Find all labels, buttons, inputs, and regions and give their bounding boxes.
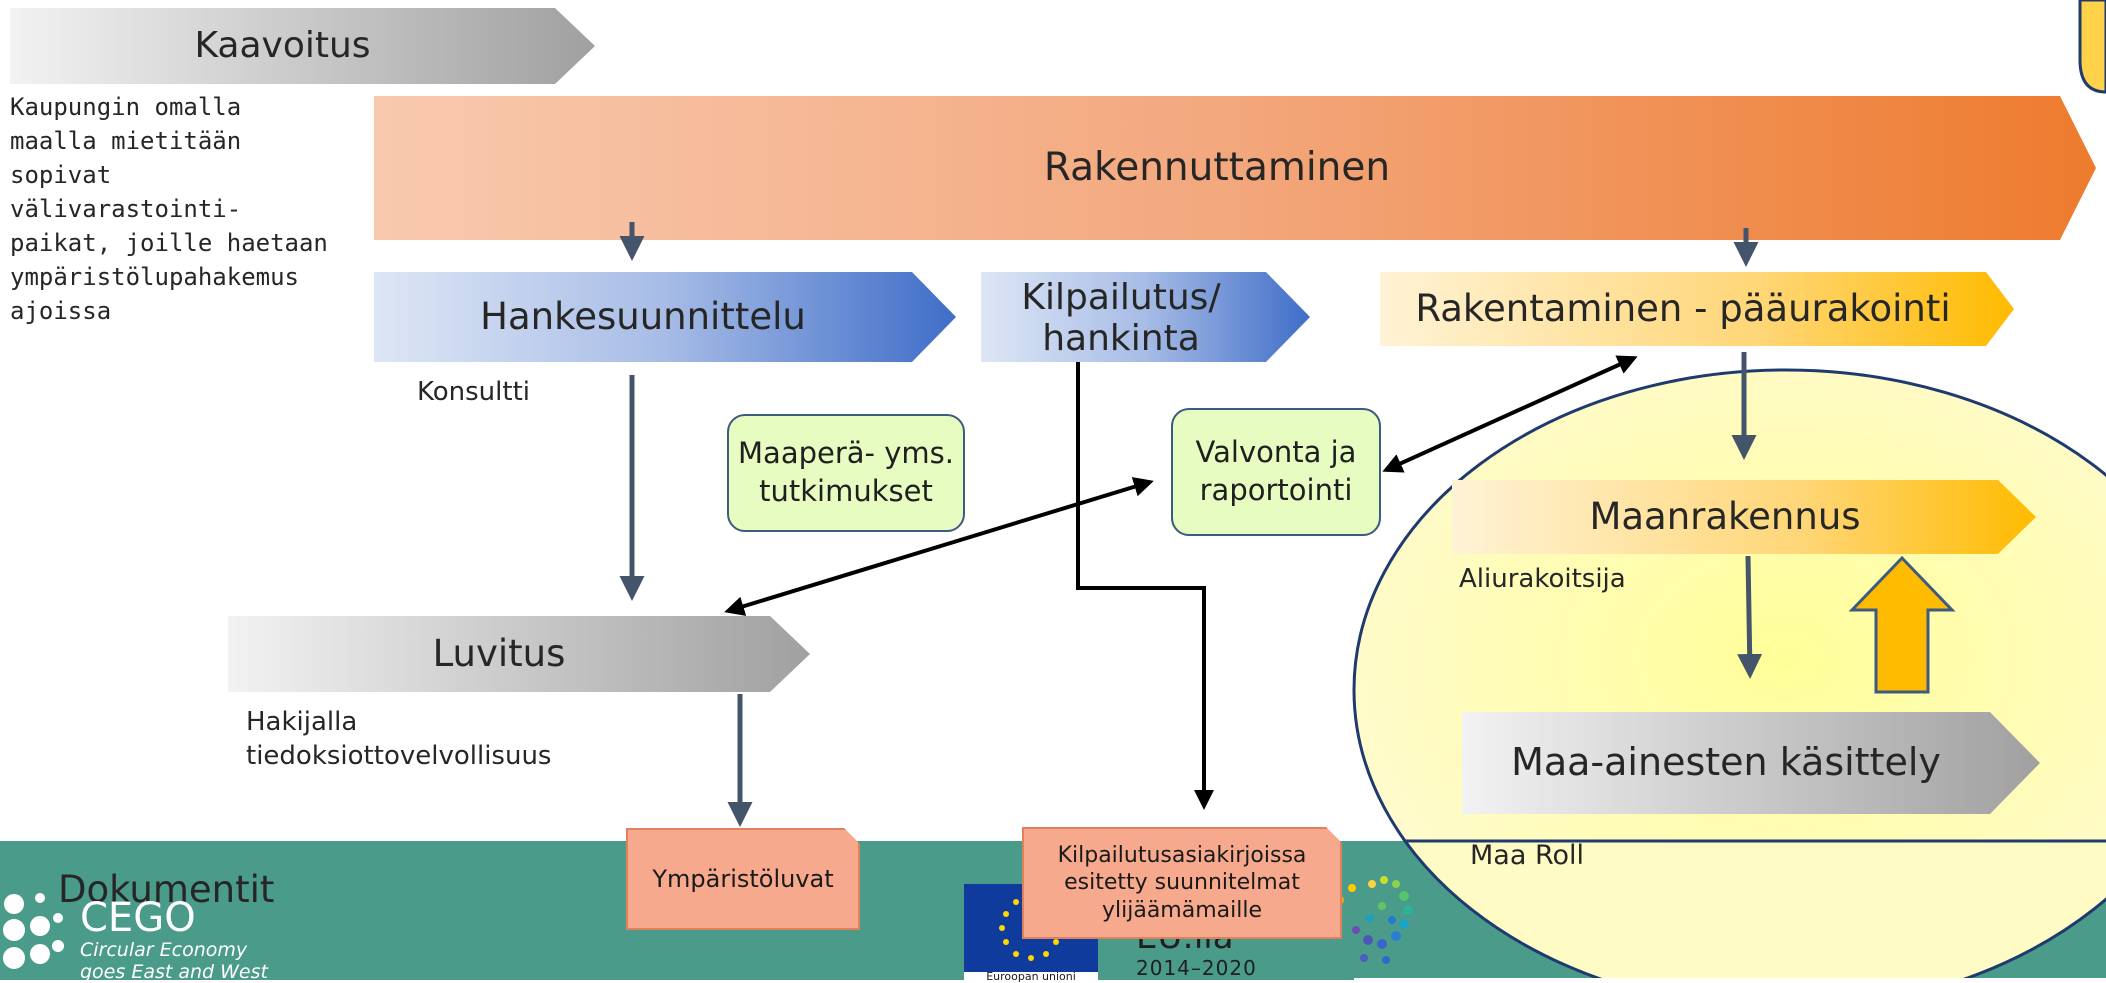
cego-line1: Circular Economy [80, 939, 248, 961]
chevron-rakennuttaminen [374, 96, 2096, 240]
chevron-hankesuunnittelu [374, 272, 956, 362]
kilpailutusasiakirjat-box: Kilpailutusasiakirjoissa esitetty suunni… [1022, 827, 1342, 939]
valvonta-box: Valvonta ja raportointi [1171, 408, 1381, 536]
maa-roll-note: Maa Roll [1470, 840, 1585, 871]
hakijalla-note: Hakijalla tiedoksiottovelvollisuus [246, 707, 552, 771]
maapera-box: Maaperä- yms. tutkimukset [727, 414, 965, 532]
maa-ainesten-label: Maa-ainesten käsittely [1511, 740, 1941, 785]
chevron-maanrakennus [1452, 480, 2036, 554]
program-dots [1332, 876, 1413, 964]
rakentaminen-label: Rakentaminen - pääurakointi [1415, 286, 1951, 330]
chevron-luvitus [228, 616, 810, 692]
eu-label: Euroopan unioni [986, 970, 1076, 983]
arrow-valvonta-rakentaminen [1382, 355, 1638, 473]
chevron-kilpailutus [981, 272, 1310, 362]
ymparistoluvat-box: Ympäristöluvat [626, 828, 860, 930]
cego-dots [3, 893, 64, 969]
rakennuttaminen-label: Rakennuttaminen [1043, 144, 1391, 190]
corner-shape [2078, 0, 2106, 94]
chevron-rakentaminen [1380, 272, 2014, 346]
chevron-kaavoitus [10, 8, 595, 84]
arrow-kilpailutus-asiakirjat [1076, 362, 1214, 810]
aliurakoitsija-note: Aliurakoitsija [1459, 564, 1626, 594]
kilpailutus-label: Kilpailutus/ hankinta [1021, 276, 1221, 359]
maanrakennus-label: Maanrakennus [1589, 494, 1861, 538]
kaavoitus-label: Kaavoitus [194, 25, 371, 67]
dokumentit-label: Dokumentit [58, 868, 275, 911]
ellipse-lower [1402, 839, 2106, 980]
program-years: 2014–2020 [1136, 956, 1257, 980]
cego-line2: goes East and West [80, 961, 268, 983]
cego-name: CEGO [80, 895, 196, 941]
luvitus-label: Luvitus [432, 631, 566, 675]
hankesuunnittelu-label: Hankesuunnittelu [480, 294, 806, 338]
up-arrow [1848, 555, 1956, 694]
arrow-maanrak-maa [1737, 555, 1763, 679]
konsultti-note: Konsultti [417, 377, 531, 407]
kaavoitus-note: Kaupungin omalla maalla mietitään sopiva… [10, 93, 328, 326]
chevron-maa-ainesten [1462, 712, 2040, 814]
